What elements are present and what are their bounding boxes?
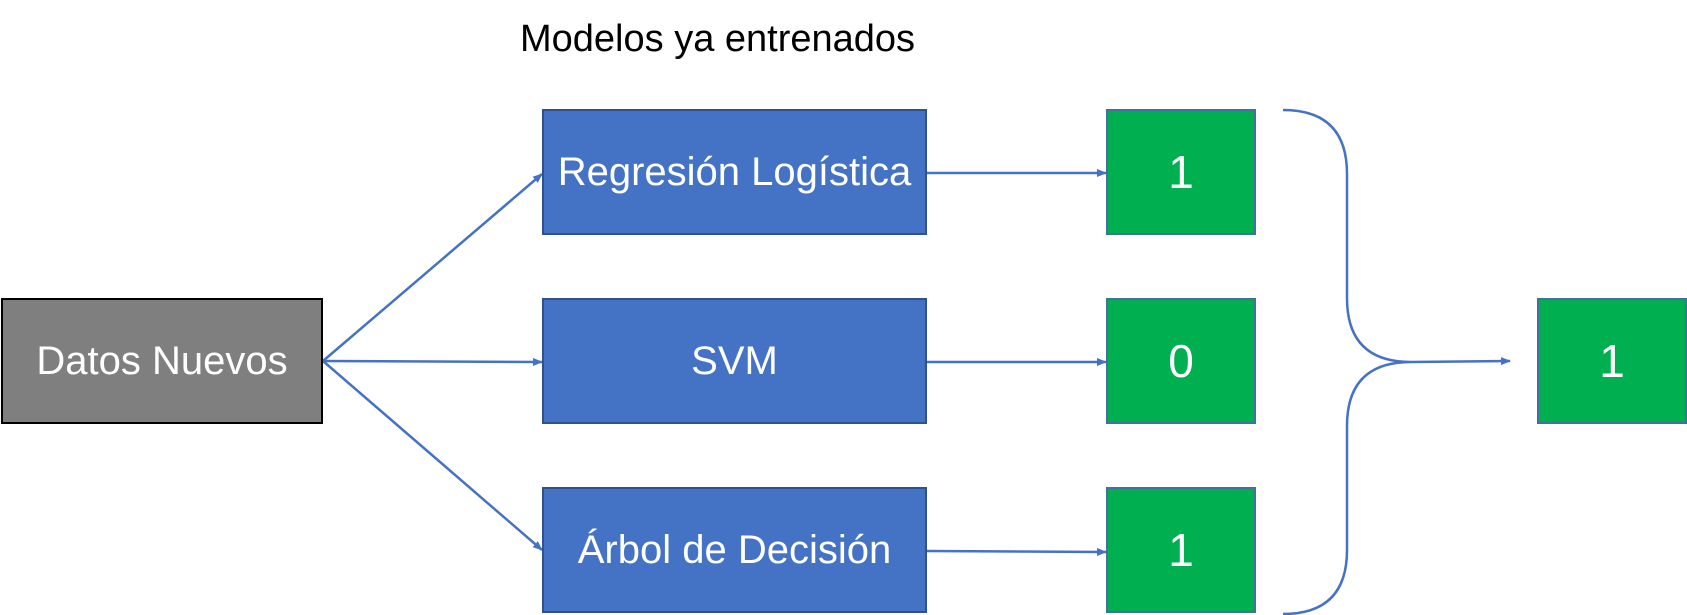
diagram-title: Modelos ya entrenados	[520, 18, 916, 60]
arrow-input-to-logistic-regression	[322, 173, 543, 362]
arrow-brace-to-final-prediction	[1410, 357, 1511, 366]
model-box-logistic-regression: Regresión Logística	[542, 109, 927, 235]
input-data-box: Datos Nuevos	[1, 298, 323, 424]
aggregation-brace	[1282, 108, 1412, 615]
prediction-box-logistic-regression: 1	[1106, 109, 1256, 235]
arrow-input-to-decision-tree	[322, 360, 543, 551]
prediction-box-decision-tree: 1	[1106, 487, 1256, 613]
arrow-decision-tree-to-prediction	[926, 547, 1107, 556]
prediction-box-svm: 0	[1106, 298, 1256, 424]
final-prediction-box: 1	[1537, 298, 1687, 424]
model-box-svm: SVM	[542, 298, 927, 424]
arrow-input-to-svm	[322, 357, 543, 366]
model-box-decision-tree: Árbol de Decisión	[542, 487, 927, 613]
